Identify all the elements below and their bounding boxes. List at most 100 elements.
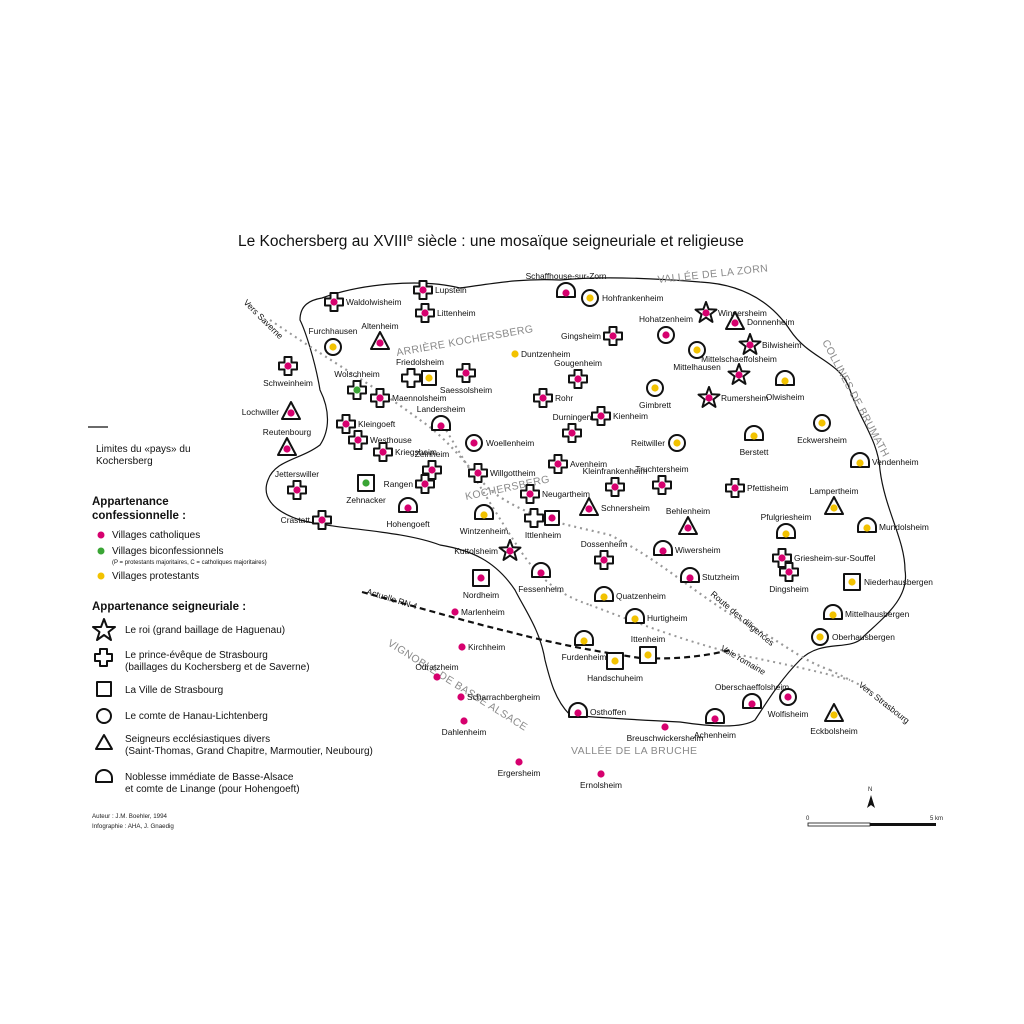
- village-label: Hurtigheim: [647, 613, 688, 623]
- village-eckbolsheim: Eckbolsheim: [810, 703, 858, 736]
- village-kirchheim: Kirchheim: [458, 642, 505, 652]
- confession-dot: [376, 394, 384, 402]
- scale-end: 5 km: [930, 816, 943, 822]
- village-wolschheim: Wolschheim: [334, 369, 380, 400]
- village-ergersheim: Ergersheim: [498, 758, 541, 778]
- village-label: Pfettisheim: [747, 483, 788, 493]
- village-label: Ittenheim: [631, 634, 665, 644]
- village-label: Ittlenheim: [525, 530, 561, 540]
- village-label: Lupstein: [435, 285, 467, 295]
- confession-dot: [458, 643, 466, 651]
- village-label: Dossenheim: [581, 539, 628, 549]
- village-bilwisheim: Bilwisheim: [738, 333, 802, 355]
- village-fessenheim: Fessenheim: [518, 562, 564, 594]
- village-label: Ergersheim: [498, 768, 541, 778]
- village-achenheim: Achenheim: [694, 708, 736, 740]
- legend-eccl-1: Seigneurs ecclésiastiques divers: [125, 734, 270, 745]
- confession-dot: [353, 386, 361, 394]
- legend-square-icon: [96, 681, 112, 697]
- confession-dot: [711, 715, 719, 723]
- village-label: Niederhausbergen: [864, 577, 933, 587]
- confession-dot: [451, 608, 459, 616]
- village-label: Lampertheim: [810, 486, 859, 496]
- village-label: Oberschaeffolsheim: [715, 682, 789, 692]
- legend-limit-text-2: Kochersberg: [96, 456, 153, 467]
- village-label: Schnersheim: [601, 503, 650, 513]
- village-vendenheim: Vendenheim: [850, 452, 919, 468]
- village-lampertheim: Lampertheim: [810, 486, 859, 515]
- legend-dome-icon: [95, 769, 113, 783]
- scale-start: 0: [806, 816, 810, 822]
- confession-dot: [609, 332, 617, 340]
- legend-eveque-1: Le prince-évêque de Strasbourg: [125, 650, 268, 661]
- confession-dot: [574, 709, 582, 717]
- confession-dot: [437, 422, 445, 430]
- village-label: Maennolsheim: [392, 393, 446, 403]
- confession-dot: [574, 375, 582, 383]
- cross-icon: [524, 508, 544, 528]
- confession-dot: [818, 419, 826, 427]
- confession-dot: [580, 637, 588, 645]
- confession-dot: [702, 309, 710, 317]
- village-label: Kleingoeft: [358, 419, 396, 429]
- confession-dot: [379, 448, 387, 456]
- legend-biconf: Villages biconfessionnels: [112, 546, 224, 557]
- village-westhouse: Westhouse: [348, 430, 412, 450]
- village-landersheim: Landersheim: [417, 404, 465, 431]
- village-label: Behlenheim: [666, 506, 710, 516]
- legend-seig-head: Appartenance seigneuriale :: [92, 601, 246, 613]
- village-label: Bilwisheim: [762, 340, 802, 350]
- village-berstett: Berstett: [740, 425, 770, 457]
- village-rohr: Rohr: [533, 388, 573, 408]
- village-label: Schweinheim: [263, 378, 313, 388]
- region-vignoble: VIGNOBLE DE BASSE ALSACE: [385, 637, 529, 733]
- confession-dot: [597, 770, 605, 778]
- confession-dot: [457, 693, 465, 701]
- village-mundolsheim: Mundolsheim: [857, 517, 929, 533]
- village-avenheim: Avenheim: [548, 454, 607, 474]
- village-gingsheim: Gingsheim: [561, 326, 623, 346]
- confession-dot: [600, 556, 608, 564]
- confession-dot: [863, 524, 871, 532]
- village-stutzheim: Stutzheim: [680, 567, 739, 583]
- village-label: Zehnacker: [346, 495, 386, 505]
- village-willgottheim: Willgottheim: [468, 463, 536, 483]
- village-label: Mittelschaeffolsheim: [701, 354, 777, 364]
- village-handschuheim: Handschuheim: [587, 652, 643, 683]
- village-littenheim: Littenheim: [415, 303, 476, 323]
- village-breuschwickersheim: Breuschwickersheim: [627, 723, 704, 743]
- label-vers-strasbourg: Vers Strasbourg: [857, 680, 912, 726]
- confession-dot: [362, 479, 370, 487]
- village-label: Kleinfrankenheim: [583, 466, 648, 476]
- village-label: Crastatt: [281, 515, 311, 525]
- village-label: Achenheim: [694, 730, 736, 740]
- village-osthoffen: Osthoffen: [568, 702, 627, 718]
- confession-dot: [644, 651, 652, 659]
- village-schnersheim: Schnersheim: [579, 497, 650, 516]
- village-label: Friedolsheim: [396, 357, 444, 367]
- village-label: Mittelhausbergen: [845, 609, 910, 619]
- village-truchtersheim: Truchtersheim: [635, 464, 689, 495]
- scale-segment-black: [870, 823, 936, 826]
- village-altenheim: Altenheim: [361, 321, 399, 350]
- credit-infographie: Infographie : AHA, J. Gnaedig: [92, 823, 174, 830]
- legend-noblesse-2: et comte de Linange (pour Hohengoeft): [125, 784, 300, 795]
- legend-triangle-icon: [95, 734, 113, 750]
- confession-dot: [515, 758, 523, 766]
- village-label: Handschuheim: [587, 673, 643, 683]
- village-schaffhouse-sur-zorn: Schaffhouse-sur-Zorn: [526, 271, 607, 298]
- village-kienheim: Kienheim: [591, 406, 648, 426]
- village-label: Berstett: [740, 447, 770, 457]
- village-ernolsheim: Ernolsheim: [580, 770, 622, 790]
- village-label: Kriegsheim: [395, 447, 437, 457]
- village-label: Nordheim: [463, 590, 499, 600]
- confession-dot: [830, 504, 838, 512]
- village-hohfrankenheim: Hohfrankenheim: [581, 289, 663, 307]
- village-label: Odratzheim: [415, 662, 458, 672]
- village-waldolwisheim: Waldolwisheim: [324, 292, 402, 312]
- confession-dot: [470, 439, 478, 447]
- village-hurtigheim: Hurtigheim: [625, 608, 688, 624]
- village-label: Breuschwickersheim: [627, 733, 704, 743]
- confession-dot: [848, 578, 856, 586]
